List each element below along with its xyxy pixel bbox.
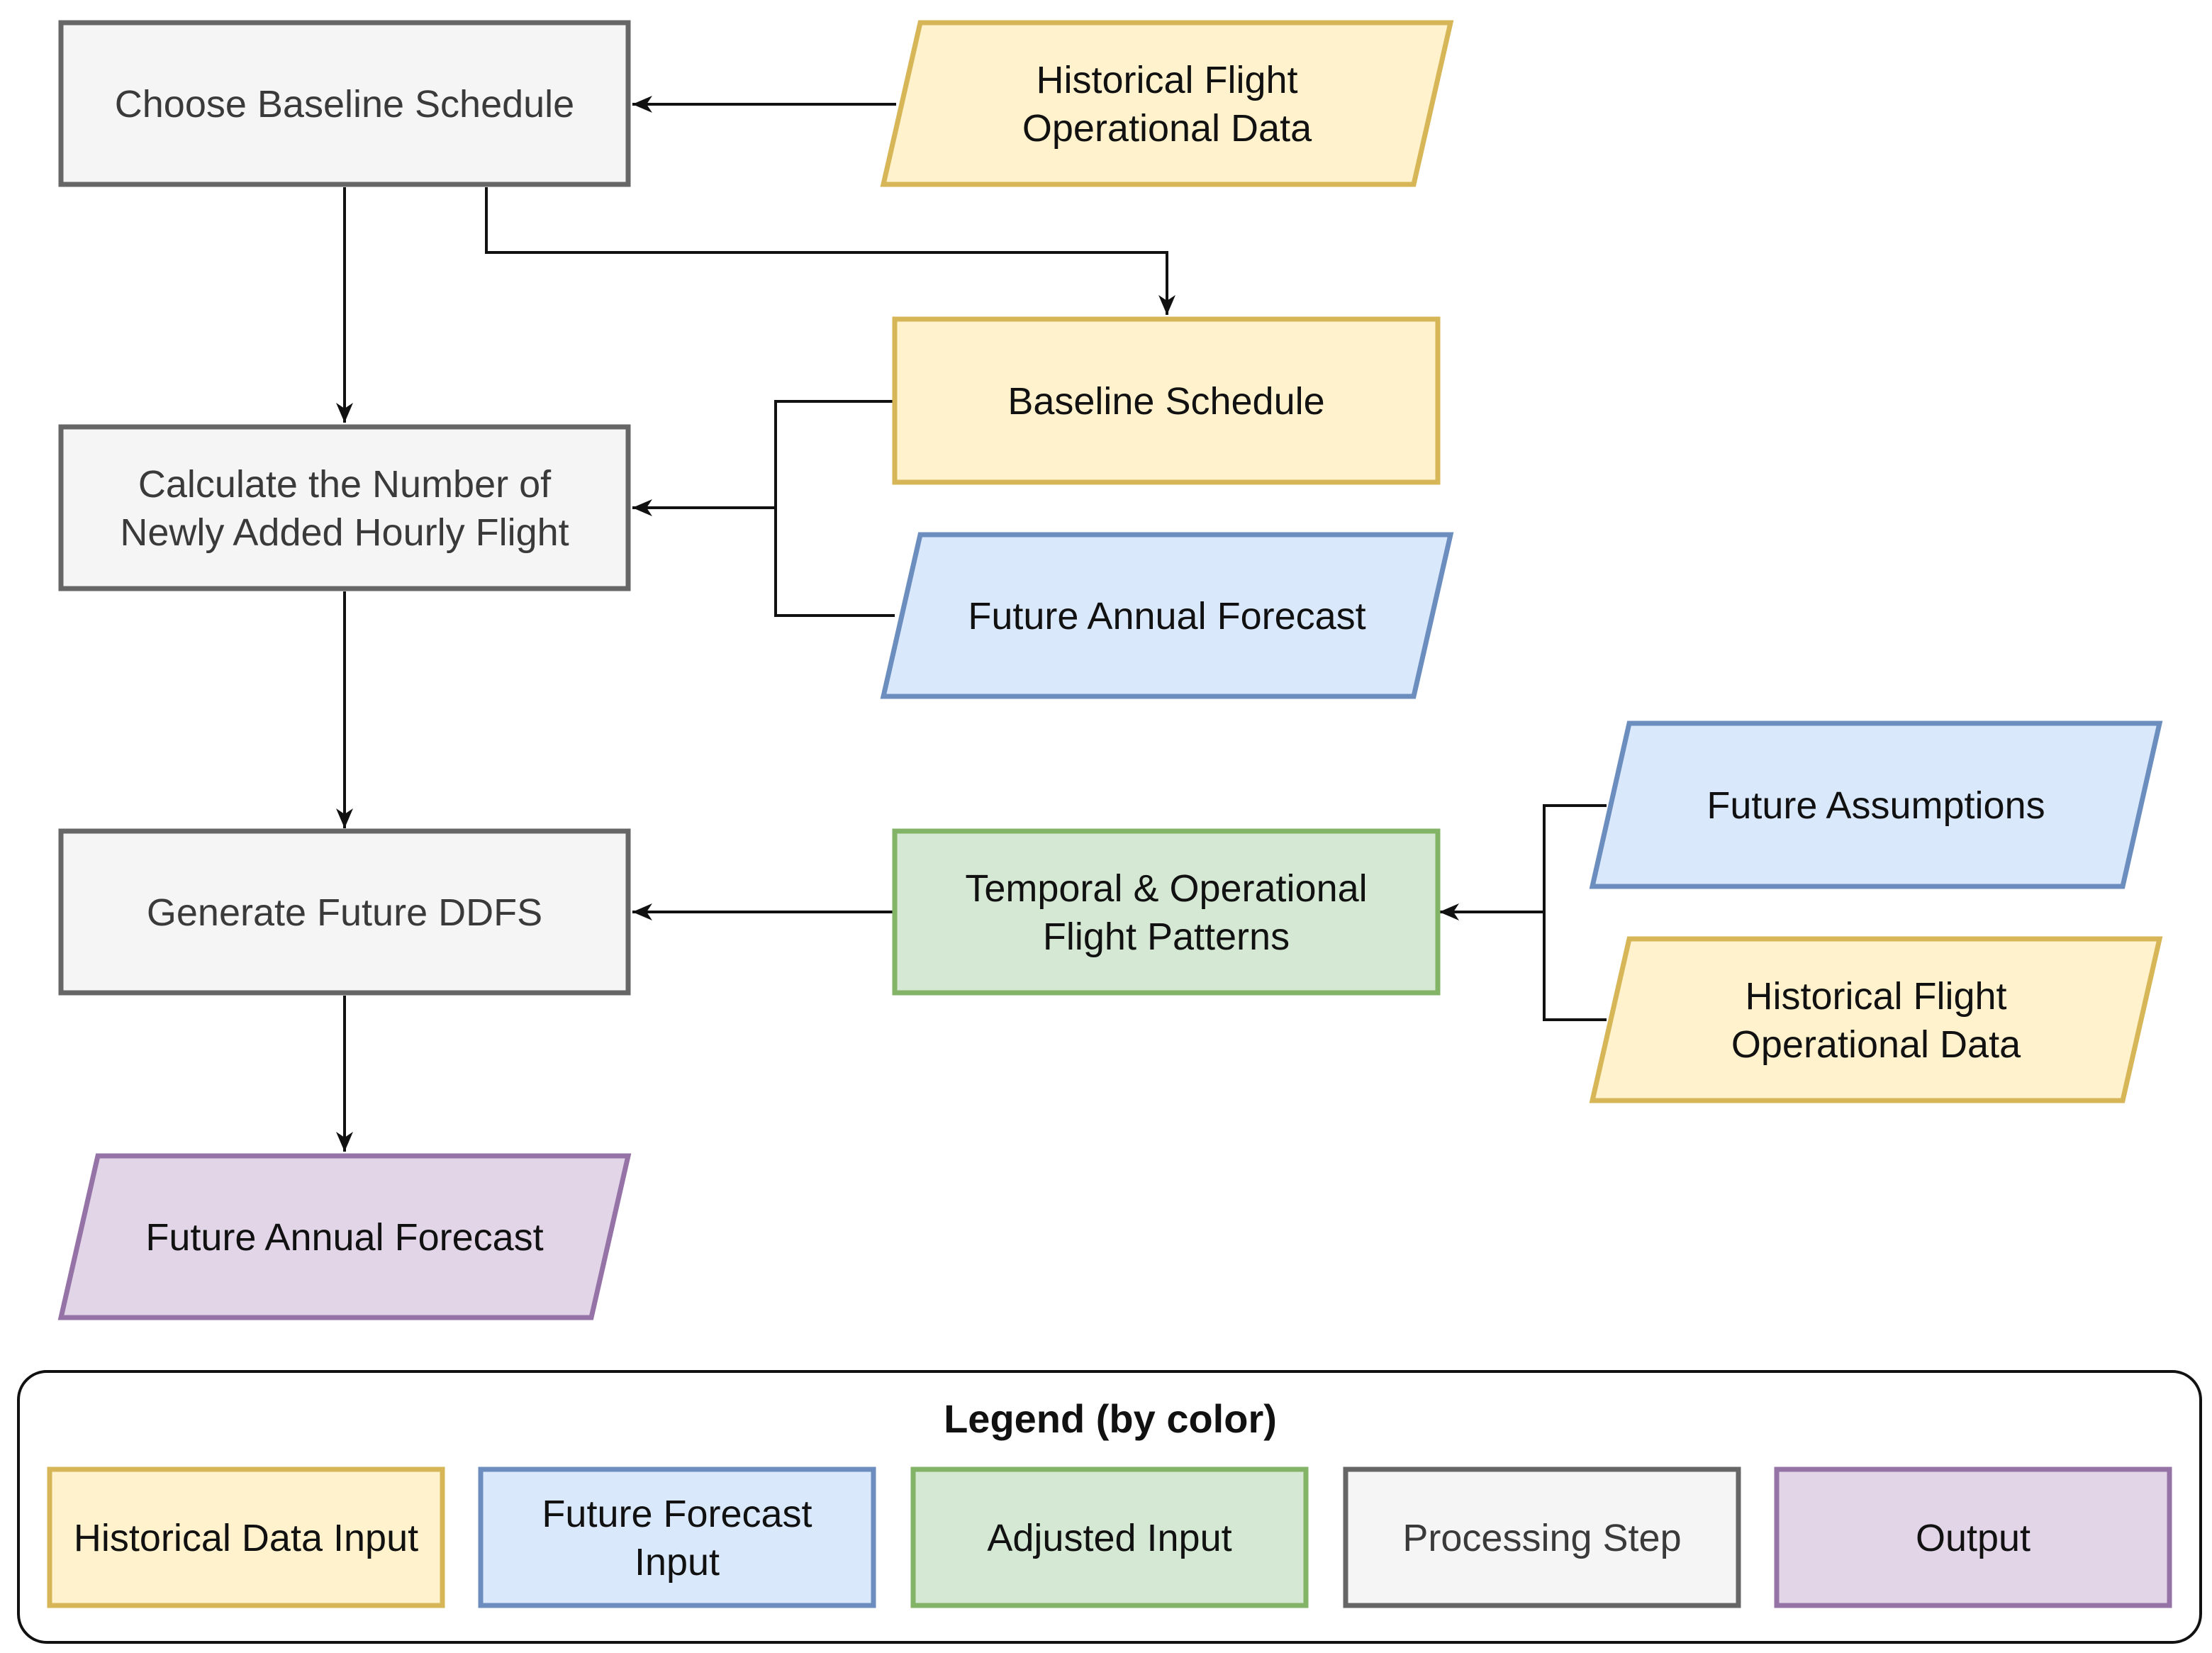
node-label-line: Future Assumptions <box>1707 784 2045 827</box>
node-label-line: Historical Data Input <box>74 1517 418 1559</box>
node-future-annual-forecast-input-shape <box>880 532 1454 699</box>
arrow-choose-to-baseline-schedule <box>485 187 1175 315</box>
node-historical-input-2-shape <box>1589 936 2163 1103</box>
node-label-line: Historical Flight <box>1036 59 1297 101</box>
legend-item-historical: Historical Data Input <box>47 1466 445 1608</box>
node-label: Future Annual Forecast <box>145 1216 543 1259</box>
node-baseline-schedule-shape <box>892 316 1441 485</box>
legend: Legend (by color) Historical Data Input F… <box>17 1370 2202 1644</box>
node-label: Future Annual Forecast <box>968 595 1365 638</box>
legend-swatch-processing-shape <box>1343 1466 1741 1608</box>
node-historical-input-1-shape <box>880 20 1454 187</box>
node-generate-future-ddfs-shape <box>58 828 631 996</box>
node-label-line: Future Forecast <box>542 1493 812 1535</box>
node-label: Processing Step <box>1402 1517 1681 1559</box>
node-label: Choose Baseline Schedule <box>115 83 574 126</box>
node-label-line: Adjusted Input <box>987 1517 1231 1559</box>
node-label-line: Input <box>635 1541 720 1584</box>
node-future-annual-forecast-output-shape <box>57 1153 632 1320</box>
node-label-line: Processing Step <box>1402 1517 1681 1559</box>
node-choose-baseline: Choose Baseline Schedule <box>58 20 631 187</box>
legend-title: Legend (by color) <box>944 1396 1277 1441</box>
legend-swatch-output-shape <box>1774 1466 2172 1608</box>
node-choose-baseline-shape <box>58 20 631 187</box>
legend-swatch-adjusted-shape <box>910 1466 1309 1608</box>
legend-item-processing: Processing Step <box>1343 1466 1741 1608</box>
node-future-annual-forecast-output: Future Annual Forecast <box>57 1153 632 1320</box>
node-future-annual-forecast-input: Future Annual Forecast <box>880 532 1454 699</box>
node-label-line: Historical Flight <box>1745 975 2006 1018</box>
node-calculate-newly-added: Calculate the Number of Newly Added Hourl… <box>58 424 631 591</box>
node-label: Future Assumptions <box>1707 784 2045 827</box>
node-label-line: Temporal & Operational <box>965 867 1367 910</box>
node-label-line: Calculate the Number of <box>138 463 552 506</box>
node-label: Adjusted Input <box>987 1517 1231 1559</box>
node-label-line: Output <box>1916 1517 2031 1559</box>
node-label-line: Future Annual Forecast <box>968 595 1365 638</box>
legend-item-output: Output <box>1774 1466 2172 1608</box>
node-label-line: Operational Data <box>1731 1023 2021 1066</box>
legend-item-adjusted: Adjusted Input <box>910 1466 1309 1608</box>
legend-swatch-forecast-shape <box>478 1466 876 1608</box>
node-generate-future-ddfs: Generate Future DDFS <box>58 828 631 996</box>
node-future-assumptions: Future Assumptions <box>1589 720 2163 889</box>
node-label-line: Newly Added Hourly Flight <box>120 511 569 554</box>
connectors <box>336 96 1607 1152</box>
node-calculate-newly-added-shape <box>58 424 631 591</box>
node-label-line: Future Annual Forecast <box>145 1216 543 1259</box>
connector-assumptions-historical <box>1543 804 1607 1021</box>
node-label: Output <box>1916 1517 2031 1559</box>
node-label: Calculate the Number of Newly Added Hourl… <box>120 463 569 554</box>
node-label: Generate Future DDFS <box>147 891 542 934</box>
node-temporal-patterns-shape <box>892 828 1441 996</box>
node-future-assumptions-shape <box>1589 720 2163 889</box>
node-label-line: Generate Future DDFS <box>147 891 542 934</box>
connector-baseline-schedule <box>774 400 895 617</box>
node-baseline-schedule: Baseline Schedule <box>892 316 1441 485</box>
node-label: Historical Data Input <box>74 1517 418 1559</box>
node-label-line: Choose Baseline Schedule <box>115 83 574 126</box>
legend-swatch-historical-shape <box>47 1466 445 1608</box>
node-label-line: Flight Patterns <box>1043 915 1290 958</box>
node-label-line: Operational Data <box>1022 107 1312 150</box>
node-label-line: Baseline Schedule <box>1007 380 1324 423</box>
node-label: Baseline Schedule <box>1007 380 1324 423</box>
